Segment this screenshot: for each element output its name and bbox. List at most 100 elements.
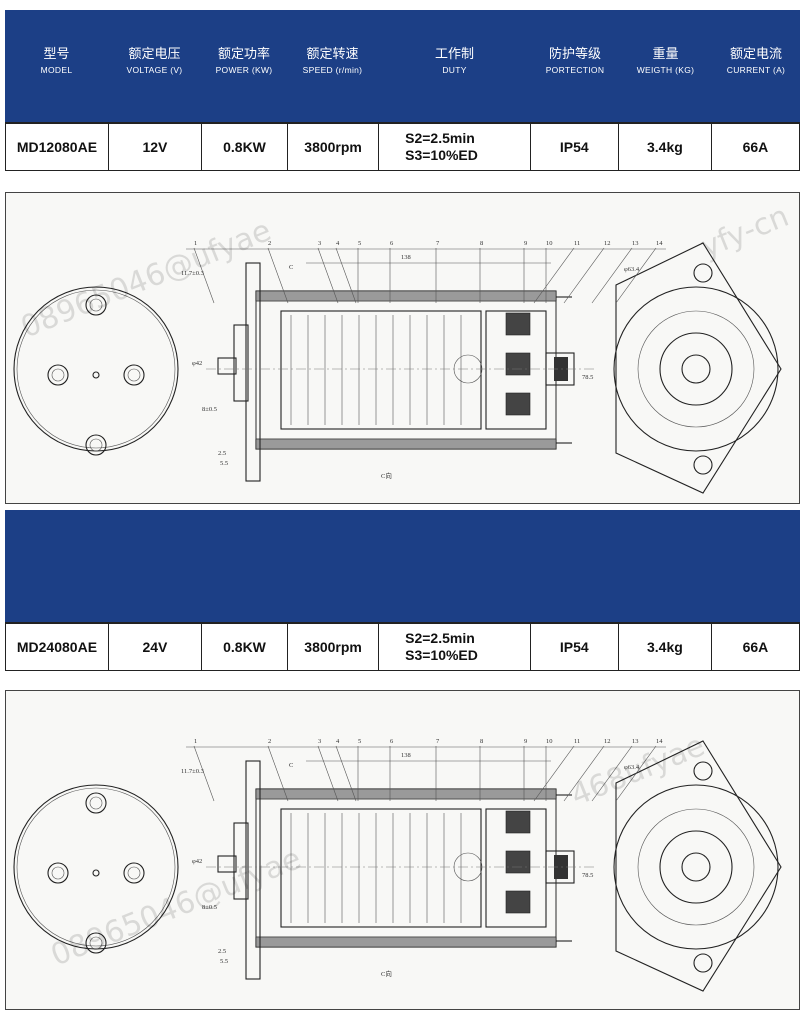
dim-step2: 5.5 xyxy=(220,460,228,467)
housing-hatch-bottom xyxy=(255,936,557,948)
leader-line xyxy=(563,247,605,304)
bolt-hole xyxy=(85,434,107,456)
mount-hole xyxy=(693,455,713,475)
table-row: MD24080AE 24V 0.8KW 3800rpm S2=2.5min S3… xyxy=(5,622,800,671)
cell-weight: 3.4kg xyxy=(619,124,712,170)
leader-line xyxy=(317,247,339,304)
callout-number: 13 xyxy=(632,738,639,745)
duty-line-2: S3=10%ED xyxy=(405,647,478,663)
callout-number: 5 xyxy=(358,240,361,247)
end-view-right xyxy=(659,332,733,406)
cell-current: 66A xyxy=(742,638,769,655)
bolt-hole xyxy=(123,862,145,884)
section-label: C向 xyxy=(381,471,392,480)
bolt-hole xyxy=(127,368,141,382)
end-view-right xyxy=(613,286,779,452)
callout-number: 2 xyxy=(268,240,271,247)
callout-number: 4 xyxy=(336,240,340,247)
bolt-hole xyxy=(47,364,69,386)
brush xyxy=(505,810,531,834)
cell-power: 0.8KW xyxy=(202,124,289,170)
callout-number: 14 xyxy=(656,240,663,247)
front-cap xyxy=(233,822,249,900)
leader-line xyxy=(193,745,215,802)
dim-flange-dia: φ63.4 xyxy=(624,764,640,771)
spec-table-2: MD24080AE 24V 0.8KW 3800rpm S2=2.5min S3… xyxy=(5,510,800,671)
callout-number: 6 xyxy=(390,240,394,247)
section-mark: C xyxy=(289,264,293,271)
callout-number: 9 xyxy=(524,738,527,745)
bolt-hole xyxy=(85,294,107,316)
leader-line xyxy=(615,745,657,802)
leader-line xyxy=(615,247,657,304)
callout-number: 11 xyxy=(574,738,580,745)
callout-number: 5 xyxy=(358,738,361,745)
dim-height: 78.5 xyxy=(582,872,593,879)
callout-number: 1 xyxy=(194,738,197,745)
end-view-right xyxy=(613,784,779,950)
dim-step2: 5.5 xyxy=(220,958,228,965)
cell-duty: S2=2.5min S3=10%ED xyxy=(379,124,531,170)
leader-line xyxy=(591,247,633,304)
end-view-right xyxy=(637,310,755,428)
dim-flange: 11.7±0.3 xyxy=(181,768,204,775)
bolt-hole xyxy=(127,866,141,880)
dim-body-dia: φ42 xyxy=(192,360,202,367)
callout-number: 13 xyxy=(632,240,639,247)
dim-length: 138 xyxy=(401,254,411,261)
bolt-hole xyxy=(47,862,69,884)
shaft xyxy=(217,357,237,375)
shaft-center xyxy=(92,869,100,877)
cell-voltage: 24V xyxy=(109,624,202,670)
section-label: C向 xyxy=(381,969,392,978)
bolt-hole xyxy=(51,866,65,880)
mount-hole xyxy=(693,263,713,283)
dim-shaft: 8±0.5 xyxy=(202,904,217,911)
callout-number: 9 xyxy=(524,240,527,247)
dim-step1: 2.5 xyxy=(218,948,226,955)
dim-shaft: 8±0.5 xyxy=(202,406,217,413)
callout-number: 4 xyxy=(336,738,340,745)
leader-line xyxy=(563,745,605,802)
callout-number: 6 xyxy=(390,738,394,745)
cell-model: MD12080AE xyxy=(6,124,109,170)
dim-flange-dia: φ63.4 xyxy=(624,266,640,273)
callout-number: 8 xyxy=(480,240,483,247)
dim-height: 78.5 xyxy=(582,374,593,381)
callout-number: 11 xyxy=(574,240,580,247)
housing-hatch-bottom xyxy=(255,438,557,450)
callout-number: 2 xyxy=(268,738,271,745)
leader-line xyxy=(591,745,633,802)
duty-line-1: S2=2.5min xyxy=(405,630,475,646)
cell-power: 0.8KW xyxy=(202,624,289,670)
bolt-hole xyxy=(89,796,103,810)
cell-speed: 3800rpm xyxy=(288,124,380,170)
cell-current: 66A xyxy=(742,138,769,155)
bolt-hole xyxy=(89,438,103,452)
dim-flange: 11.7±0.3 xyxy=(181,270,204,277)
leader-line xyxy=(317,745,339,802)
callout-number: 1 xyxy=(194,240,197,247)
callout-number: 7 xyxy=(436,738,440,745)
cell-weight: 3.4kg xyxy=(619,624,712,670)
cell-duty: S2=2.5min S3=10%ED xyxy=(379,624,531,670)
end-view-right xyxy=(659,830,733,904)
brush xyxy=(505,352,531,376)
dim-step1: 2.5 xyxy=(218,450,226,457)
bolt-hole xyxy=(85,792,107,814)
callout-number: 12 xyxy=(604,738,611,745)
table-row: MD12080AE 12V 0.8KW 3800rpm S2=2.5min S3… xyxy=(5,122,800,171)
spec-header xyxy=(5,510,800,622)
leader-line xyxy=(267,247,289,304)
callout-number: 10 xyxy=(546,738,553,745)
